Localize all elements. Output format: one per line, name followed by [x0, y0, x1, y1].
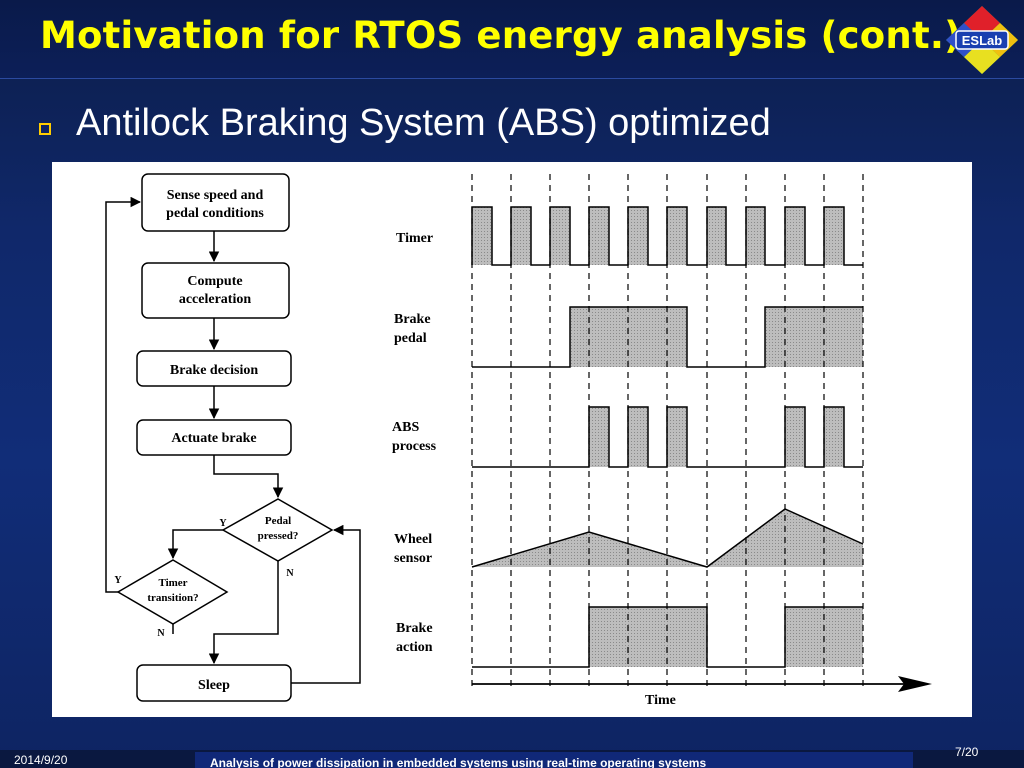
pedal-label-2: pressed? [258, 530, 299, 542]
slide-title: Motivation for RTOS energy analysis (con… [40, 14, 962, 57]
flowchart [105, 173, 361, 702]
sense-label-1: Sense speed and [167, 188, 264, 203]
flowchart-labels: Sense speed and pedal conditions Compute… [114, 188, 298, 693]
time-axis-label: Time [645, 693, 676, 708]
brake-signal-label-1: Brake [396, 621, 433, 636]
pedal-signal-label-2: pedal [394, 331, 427, 346]
abs-pulses [589, 407, 863, 467]
sense-label-2: pedal conditions [166, 206, 264, 221]
wheel-signal-label-1: Wheel [394, 532, 432, 547]
decision-label: Brake decision [170, 363, 258, 378]
brake-signal-label-2: action [396, 640, 433, 655]
pedal-signal-label-1: Brake [394, 312, 431, 327]
footer-date: 2014/9/20 [14, 753, 68, 767]
bullet-icon [39, 123, 51, 135]
time-gridlines [471, 174, 864, 687]
time-axis [472, 676, 932, 692]
timer-pulses [472, 207, 844, 265]
wheel-signal-label-2: sensor [394, 551, 432, 566]
pedal-label-1: Pedal [265, 515, 291, 527]
timing-labels: Timer Brake pedal ABS process Wheel sens… [392, 231, 676, 708]
title-bar [0, 0, 1024, 79]
footer-title: Analysis of power dissipation in embedde… [210, 756, 707, 768]
bullet-text: Antilock Braking System (ABS) optimized [76, 102, 771, 144]
compute-label-1: Compute [187, 274, 242, 289]
pedal-yes: Y [219, 518, 227, 529]
timer-yes: Y [114, 575, 122, 586]
timer-no: N [157, 628, 165, 639]
compute-label-2: acceleration [179, 292, 252, 307]
timer-signal-label: Timer [396, 231, 433, 246]
footer-strip [195, 752, 913, 768]
abs-signal-label-1: ABS [392, 420, 419, 435]
abs-diagram: Sense speed and pedal conditions Compute… [105, 173, 932, 708]
eslab-logo: ESLab [946, 6, 1018, 74]
abs-figure: Sense speed and pedal conditions Compute… [52, 162, 972, 717]
wheel-ramps [472, 509, 863, 567]
sense-box [141, 173, 290, 232]
abs-signal-label-2: process [392, 439, 437, 454]
logo-text: ESLab [962, 33, 1003, 48]
page-number: 7/20 [955, 745, 979, 759]
brake-pulses [589, 607, 863, 667]
sleep-label: Sleep [198, 678, 230, 693]
timer-label-2: transition? [147, 592, 198, 604]
actuate-label: Actuate brake [171, 431, 256, 446]
pedal-pulses [570, 307, 863, 367]
timing-fills [472, 207, 863, 667]
compute-box [141, 262, 290, 319]
timer-label-1: Timer [158, 577, 187, 589]
pedal-no: N [286, 568, 294, 579]
